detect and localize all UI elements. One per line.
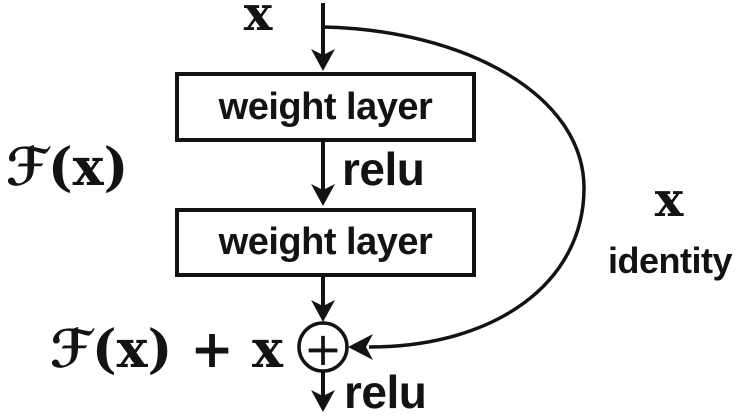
input-arrowhead: [311, 49, 335, 71]
weight-layer-box-2: weight layer: [175, 208, 476, 277]
shortcut-arrowhead: [348, 334, 373, 360]
arrowheads: [311, 49, 373, 412]
relu-arrowhead: [311, 184, 335, 206]
relu-output-label: relu: [344, 366, 427, 418]
plus-icon: +: [304, 322, 343, 376]
weight-layer-box-2-label: weight layer: [218, 221, 433, 263]
sum-arrowhead: [311, 300, 335, 322]
weight-layer-box-1-label: weight layer: [218, 85, 433, 128]
shortcut-curve: [322, 25, 586, 349]
output-arrowhead: [311, 390, 335, 412]
shortcut-x-label: x: [654, 172, 684, 228]
relu-mid-label: relu: [342, 143, 425, 195]
addition-node: [297, 321, 349, 373]
residual-function-label: ℱ(x): [6, 137, 129, 198]
residual-sum-label: ℱ(x) + x: [50, 319, 283, 380]
weight-layer-box-1: weight layer: [175, 72, 476, 142]
input-x-label: x: [243, 0, 273, 42]
identity-label: identity: [608, 240, 733, 281]
